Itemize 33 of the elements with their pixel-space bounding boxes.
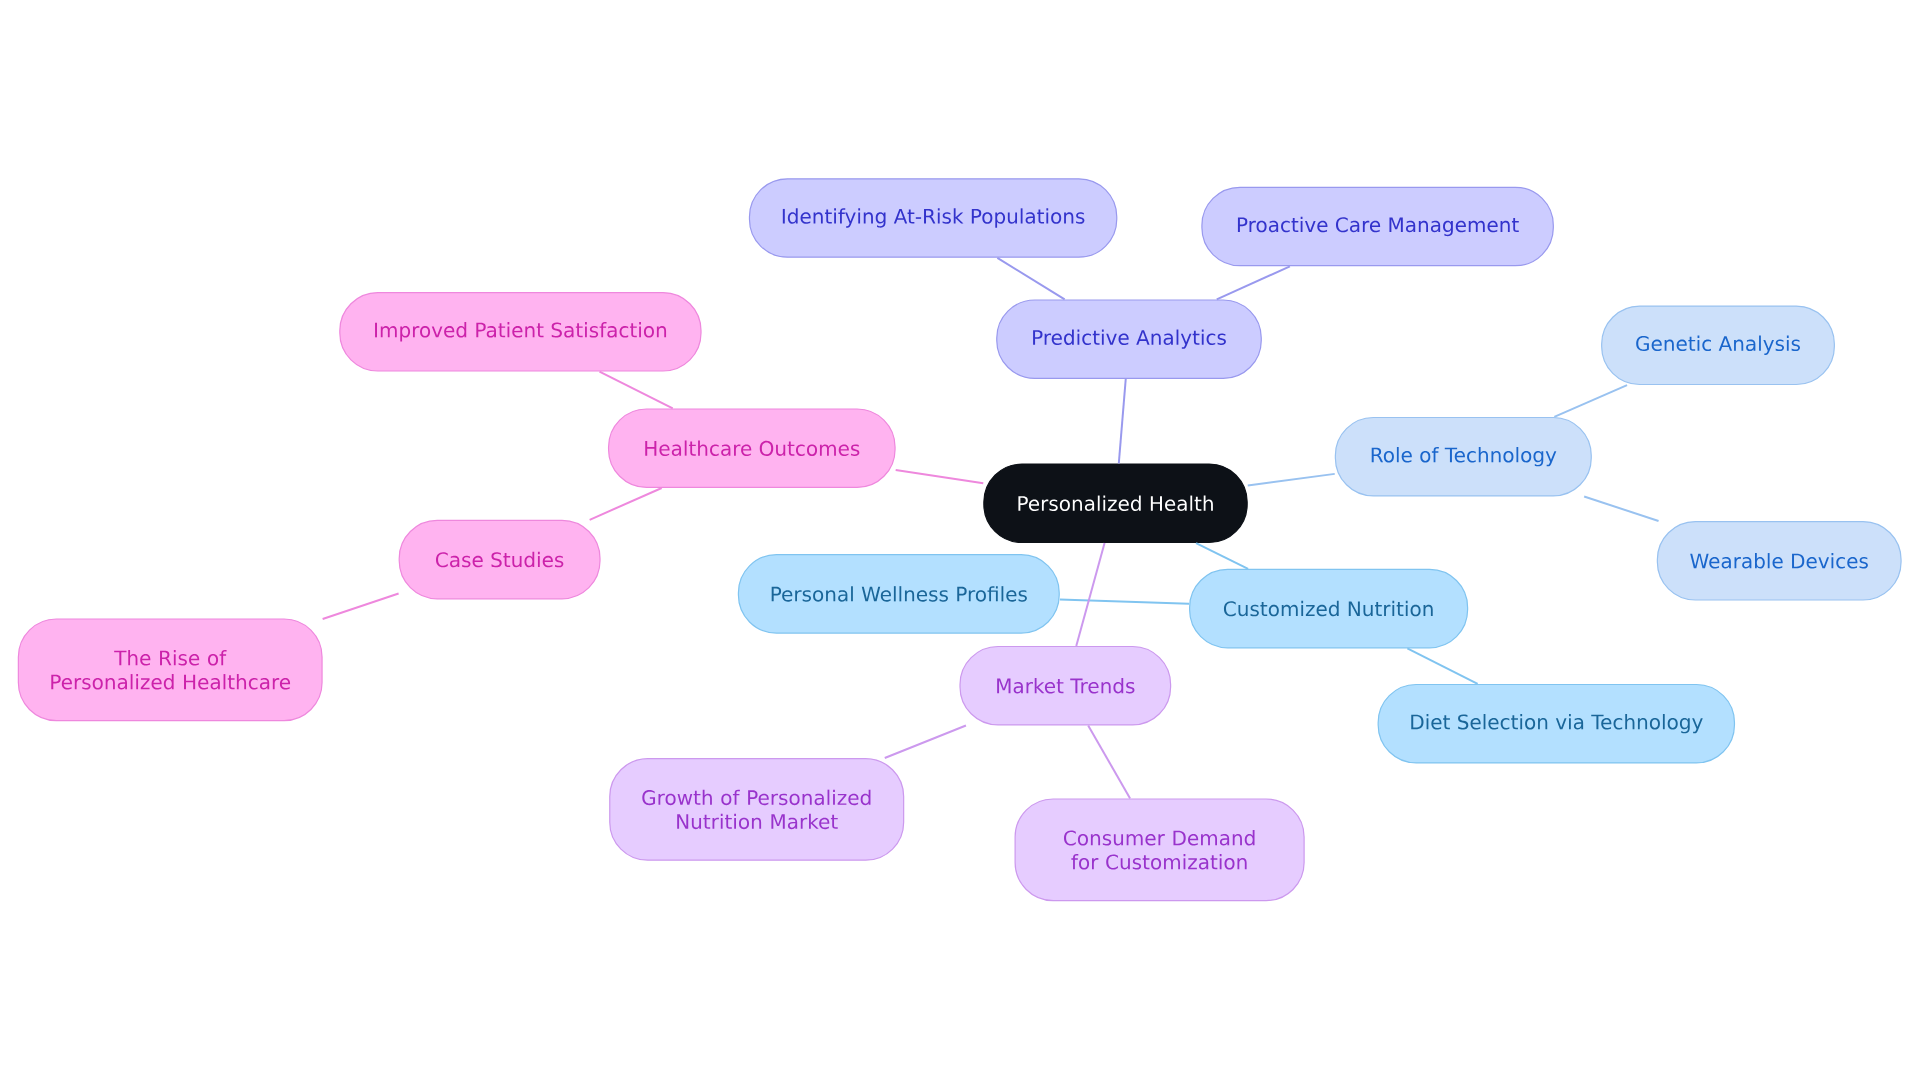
connector-line (598, 370, 674, 410)
topic-box: Consumer Demand for Customization (1014, 798, 1305, 902)
central-topic-box: Personalized Health (983, 463, 1248, 544)
connector-line (883, 724, 967, 759)
connector-line (996, 256, 1066, 301)
connector-line (1553, 384, 1629, 418)
connector-line (894, 468, 985, 485)
topic-box: Market Trends (959, 645, 1172, 726)
topic-box: Role of Technology (1334, 416, 1592, 497)
topic-box: Growth of Personalized Nutrition Market (609, 758, 905, 861)
topic-box: Identifying At-Risk Populations (748, 178, 1118, 258)
topic-box: Proactive Care Management (1201, 186, 1554, 267)
topic-box: Diet Selection via Technology (1377, 683, 1736, 764)
topic-box: Case Studies (398, 519, 601, 600)
topic-box: Customized Nutrition (1189, 568, 1469, 649)
topic-box: Personal Wellness Profiles (737, 554, 1060, 634)
connector-line (1583, 495, 1660, 522)
connector-line (1195, 542, 1250, 570)
topic-box: Genetic Analysis (1601, 305, 1835, 386)
connector-line (1087, 724, 1132, 800)
connector-line (1075, 542, 1106, 647)
connector-line (1117, 378, 1127, 465)
connector-line (1246, 472, 1336, 487)
connector-line (588, 487, 663, 521)
connector-line (1058, 598, 1190, 605)
connector-line (1215, 265, 1291, 301)
connector-line (321, 592, 400, 621)
topic-box: Healthcare Outcomes (607, 408, 896, 488)
topic-box: Improved Patient Satisfaction (339, 292, 702, 372)
topic-box: Wearable Devices (1656, 521, 1902, 601)
topic-box: Predictive Analytics (996, 299, 1262, 379)
topic-box: The Rise of Personalized Healthcare (17, 618, 323, 722)
connector-line (1406, 647, 1479, 685)
